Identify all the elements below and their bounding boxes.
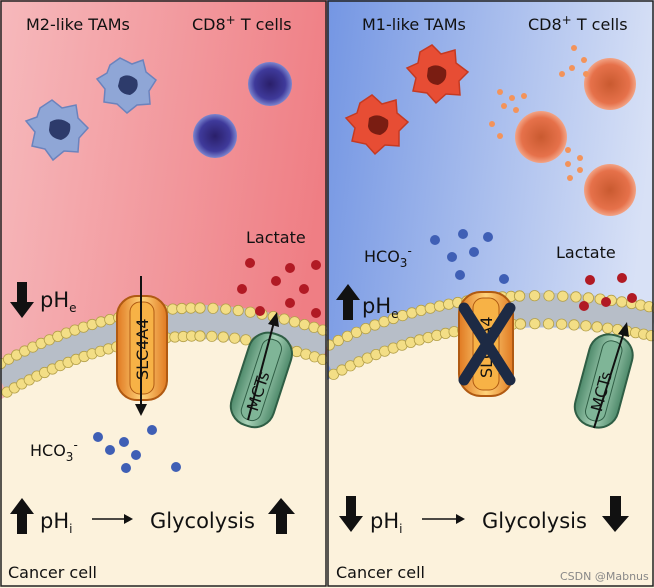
membrane-lipid-head xyxy=(433,300,446,312)
membrane-lipid-head xyxy=(424,302,436,314)
membrane-lipid-head xyxy=(529,318,541,330)
lactate-label: Lactate xyxy=(246,228,306,247)
ph-e-up-arrow xyxy=(336,284,360,320)
cancer-cell-label: Cancer cell xyxy=(336,563,425,582)
m1-tam-cell xyxy=(405,44,470,105)
membrane-lipid-head xyxy=(244,306,256,318)
cd8-label: CD8+ T cells xyxy=(192,13,292,34)
cd8-t-cell xyxy=(584,164,636,216)
process-arrow xyxy=(92,514,133,524)
membrane-lipid-head xyxy=(582,292,595,304)
membrane-lipid-head xyxy=(327,339,335,351)
membrane-lipid-head xyxy=(555,318,568,330)
right-panel xyxy=(327,0,654,588)
m2-tam-cell xyxy=(95,57,157,114)
membrane-lipid-head xyxy=(232,304,244,317)
glycolysis-down-arrow xyxy=(602,496,629,532)
membrane-lipid-head xyxy=(317,353,327,365)
lactate-efflux-arrow xyxy=(593,322,629,429)
hco3-label: HCO3- xyxy=(30,438,78,464)
membrane-lipid-head xyxy=(415,304,427,316)
lactate-label: Lactate xyxy=(556,243,616,262)
ph-i-label: pHi xyxy=(40,509,72,536)
ph-e-label: pHe xyxy=(362,294,399,321)
cancer-cell-label: Cancer cell xyxy=(8,563,97,582)
blocked-x-icon xyxy=(458,302,516,386)
slc4a4-flux-arrow xyxy=(135,276,147,416)
ph-e-label: pHe xyxy=(40,288,77,315)
left-membrane xyxy=(0,304,327,395)
right-cytoplasm xyxy=(327,327,654,588)
watermark: CSDN @Mabnus xyxy=(560,570,649,583)
glycolysis-label: Glycolysis xyxy=(482,509,587,533)
cytokine-dots xyxy=(489,45,589,181)
cd8-t-cell xyxy=(248,62,292,106)
membrane-lipid-head xyxy=(220,303,232,315)
membrane-lipid-head xyxy=(580,320,592,332)
membrane-lipid-head xyxy=(542,318,555,330)
membrane-lipid-head xyxy=(206,330,218,342)
ph-i-label: pHi xyxy=(370,509,402,536)
bicarbonate-molecules xyxy=(93,425,181,473)
slc4a4-label: SLC4A4 xyxy=(133,318,152,380)
membrane-lipid-head xyxy=(568,319,580,331)
membrane-lipid-head xyxy=(288,316,301,328)
membrane-lipid-head xyxy=(194,302,206,314)
membrane-lipid-head xyxy=(217,331,229,343)
glycolysis-label: Glycolysis xyxy=(150,509,255,533)
cd8-t-cell xyxy=(515,111,567,163)
lactate-molecules xyxy=(579,273,637,311)
ph-e-down-arrow xyxy=(10,282,34,318)
hco3-label: HCO3- xyxy=(364,244,412,270)
lactate-molecules xyxy=(237,258,321,318)
m2-tam-cell xyxy=(24,99,90,162)
membrane-lipid-head xyxy=(645,330,654,342)
membrane-lipid-head xyxy=(332,334,344,347)
membrane-lipid-head xyxy=(602,322,614,334)
m2-tam-label: M2-like TAMs xyxy=(26,15,130,34)
ph-i-up-arrow xyxy=(10,498,34,534)
mct-transporter: MCTs xyxy=(229,331,293,429)
lactate-efflux-arrow xyxy=(247,312,279,421)
membrane-lipid-head xyxy=(194,330,206,342)
mct-transporter: MCTs xyxy=(573,333,634,429)
membrane-lipid-head xyxy=(591,321,603,333)
membrane-lipid-head xyxy=(229,332,241,344)
m1-tam-label: M1-like TAMs xyxy=(362,15,466,34)
left-frame xyxy=(0,0,327,587)
membrane-lipid-head xyxy=(513,290,526,302)
ph-i-down-arrow xyxy=(339,496,363,532)
cd8-t-cell xyxy=(584,58,636,110)
membrane-lipid-head xyxy=(543,290,555,302)
membrane-lipid-head xyxy=(570,291,582,303)
membrane-lipid-head xyxy=(240,334,252,346)
membrane-lipid-head xyxy=(207,302,219,314)
membrane-lipid-head xyxy=(317,324,327,336)
membrane-lipid-head xyxy=(298,318,311,331)
m1-tam-cell xyxy=(344,94,410,156)
cd8-label: CD8+ T cells xyxy=(528,13,628,34)
process-arrow xyxy=(422,514,465,524)
cd8-t-cell xyxy=(193,114,237,158)
membrane-lipid-head xyxy=(514,318,527,330)
membrane-lipid-head xyxy=(443,298,455,310)
right-frame xyxy=(327,0,654,587)
bicarbonate-molecules xyxy=(430,229,509,284)
membrane-lipid-head xyxy=(406,307,418,319)
membrane-lipid-head xyxy=(396,309,409,322)
glycolysis-up-arrow xyxy=(268,498,295,534)
membrane-lipid-head xyxy=(557,290,569,302)
membrane-lipid-head xyxy=(528,290,541,302)
membrane-lipid-head xyxy=(616,296,628,308)
membrane-lipid-head xyxy=(378,316,390,328)
membrane-lipid-head xyxy=(278,313,290,325)
